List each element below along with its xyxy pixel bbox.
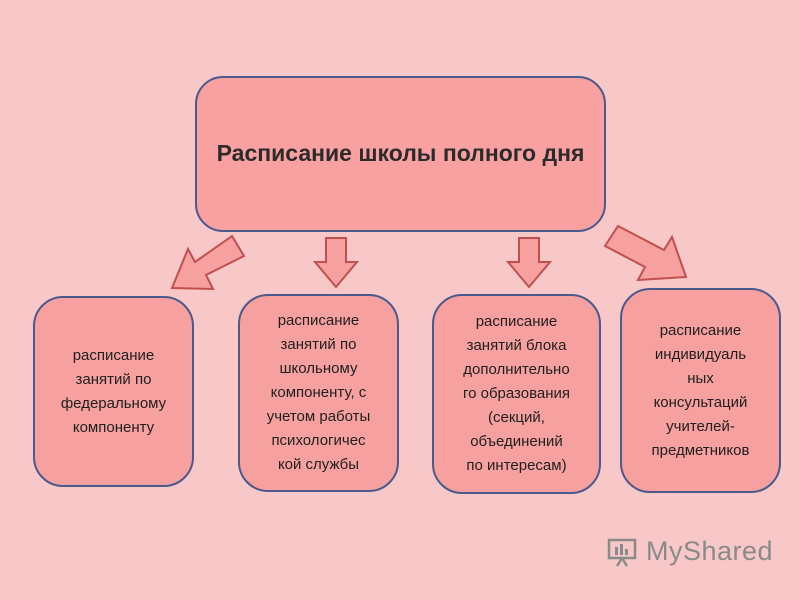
arrow-to-federal xyxy=(170,234,246,291)
arrow-to-individual xyxy=(603,224,688,282)
node-extra: расписание занятий блока дополнительно г… xyxy=(432,294,601,494)
node-extra-text: расписание занятий блока дополнительно г… xyxy=(462,313,571,474)
arrow-to-extra xyxy=(505,237,553,289)
node-federal: расписание занятий по федеральному компо… xyxy=(33,296,194,487)
arrow-to-school xyxy=(312,237,360,289)
node-individual: расписание индивидуаль ных консультаций … xyxy=(620,288,781,493)
root-title: Расписание школы полного дня xyxy=(216,140,585,167)
root-node: Расписание школы полного дня xyxy=(195,76,606,232)
watermark-text: MyShared xyxy=(646,536,774,566)
presentation-board-icon xyxy=(607,538,637,567)
node-individual-text: расписание индивидуаль ных консультаций … xyxy=(651,321,750,459)
watermark-logo: MyShared xyxy=(606,536,773,567)
node-federal-text: расписание занятий по федеральному компо… xyxy=(60,346,167,436)
node-school: расписание занятий по школьному компонен… xyxy=(238,294,399,492)
node-school-text: расписание занятий по школьному компонен… xyxy=(266,312,371,473)
